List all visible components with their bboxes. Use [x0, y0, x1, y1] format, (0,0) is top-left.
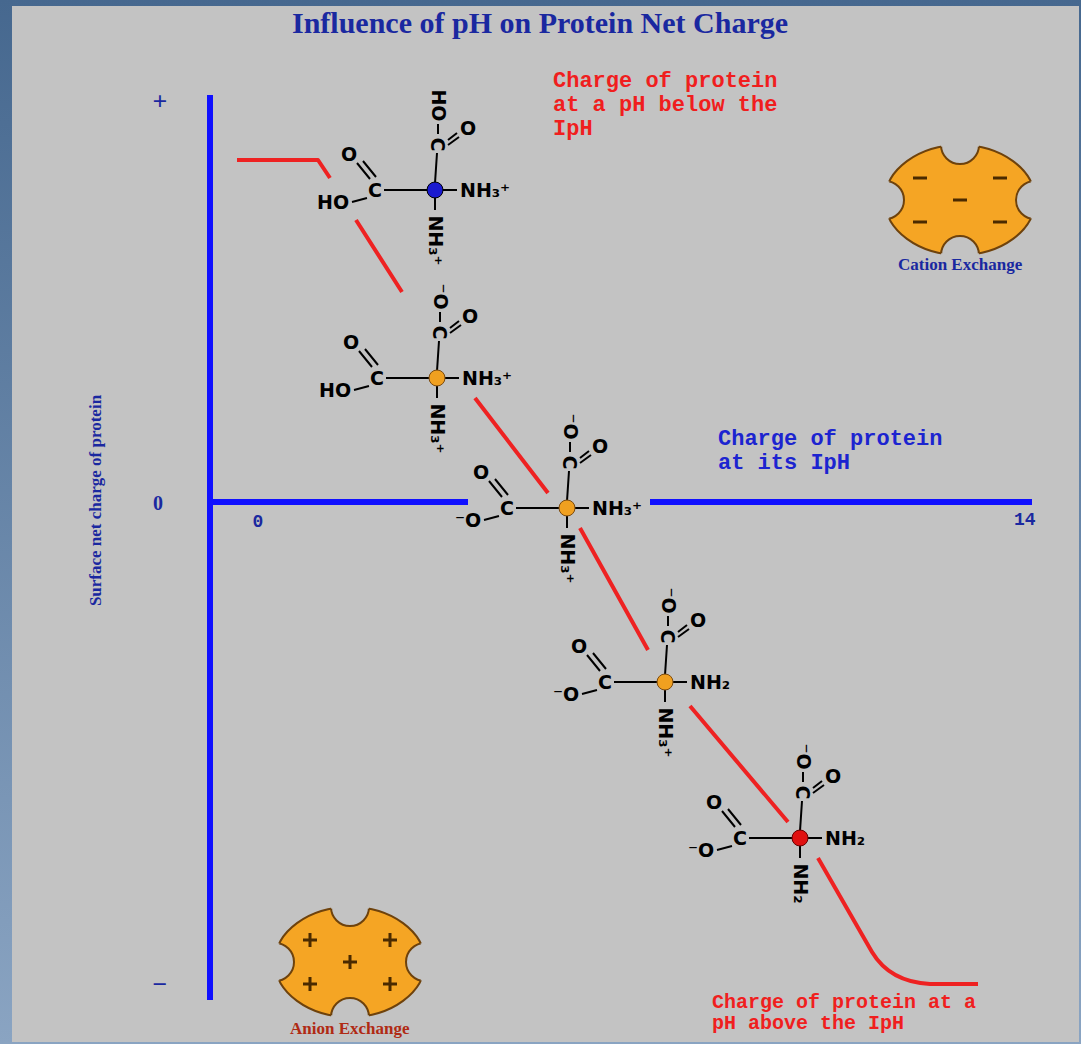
cation-resin: [866, 126, 1054, 274]
atom-label: NH₃⁺: [426, 215, 445, 265]
atom-label: C: [598, 673, 612, 692]
axis-tick-label: 0: [253, 513, 264, 531]
molecule-bonds: [484, 442, 591, 528]
atom-label: O: [571, 637, 587, 656]
atom-label: O: [592, 437, 608, 456]
atom-label: C: [560, 455, 579, 469]
atom-label: O: [462, 307, 478, 326]
atom-label: ⁻O: [794, 743, 813, 769]
atom-label: C: [658, 629, 677, 643]
atom-label: C: [370, 369, 384, 388]
resin-caption: Anion Exchange: [290, 1020, 410, 1037]
alpha-carbon-dot: [429, 370, 445, 386]
molecule-bonds: [717, 772, 824, 858]
atom-label: ⁻O: [561, 413, 580, 439]
atom-label: O: [690, 611, 706, 630]
atom-label: O: [825, 767, 841, 786]
atom-label: HO: [429, 89, 448, 121]
annotation: Charge of protein at its IpH: [718, 428, 958, 476]
atom-label: HO: [319, 381, 351, 400]
atom-label: O: [460, 119, 476, 138]
atom-label: NH₂: [825, 829, 865, 848]
y-axis: [207, 95, 213, 1000]
atom-label: NH₃⁺: [460, 181, 510, 200]
atom-label: C: [368, 181, 382, 200]
atom-label: O: [706, 793, 722, 812]
atom-label: ⁻O: [455, 511, 481, 530]
axis-sign: −: [153, 972, 168, 998]
molecule-bonds: [354, 312, 461, 398]
atom-label: ⁻O: [688, 841, 714, 860]
atom-label: NH₃⁺: [428, 403, 447, 453]
alpha-carbon-dot: [559, 500, 575, 516]
atom-label: NH₂: [791, 863, 810, 903]
atom-label: NH₃⁺: [592, 499, 642, 518]
atom-label: C: [430, 325, 449, 339]
alpha-carbon-dot: [792, 830, 808, 846]
atom-label: O: [343, 333, 359, 352]
atom-label: HO: [317, 193, 349, 212]
atom-label: O: [341, 145, 357, 164]
positive-charge-signs: [303, 933, 397, 991]
atom-label: ⁻O: [553, 685, 579, 704]
annotation: Charge of protein at a pH above the IpH: [712, 992, 1002, 1034]
atom-label: NH₂: [690, 673, 730, 692]
axis-tick-label: 0: [153, 493, 163, 513]
axis-sign: +: [153, 89, 168, 115]
atom-label: C: [793, 785, 812, 799]
axis-title: Surface net charge of protein: [87, 394, 104, 605]
charge-curve: [237, 160, 978, 984]
atom-label: C: [500, 499, 514, 518]
atom-label: C: [733, 829, 747, 848]
chart-title: Influence of pH on Protein Net Charge: [292, 8, 788, 38]
annotation: Charge of protein at a pH below the IpH: [553, 70, 793, 142]
atom-label: NH₃⁺: [656, 707, 675, 757]
alpha-carbon-dot: [657, 674, 673, 690]
molecule-bonds: [352, 124, 459, 210]
atom-label: ⁻O: [431, 283, 450, 309]
atom-label: C: [428, 137, 447, 151]
alpha-carbon-dot: [427, 182, 443, 198]
negative-charge-signs: [913, 178, 1007, 222]
atom-label: NH₃⁺: [558, 533, 577, 583]
atom-label: ⁻O: [659, 587, 678, 613]
atom-label: NH₃⁺: [462, 369, 512, 388]
atom-label: O: [473, 463, 489, 482]
anion-resin: [256, 888, 444, 1036]
molecule-bonds: [582, 616, 689, 702]
axis-tick-label: 14: [1014, 511, 1036, 529]
resin-caption: Cation Exchange: [898, 256, 1022, 273]
